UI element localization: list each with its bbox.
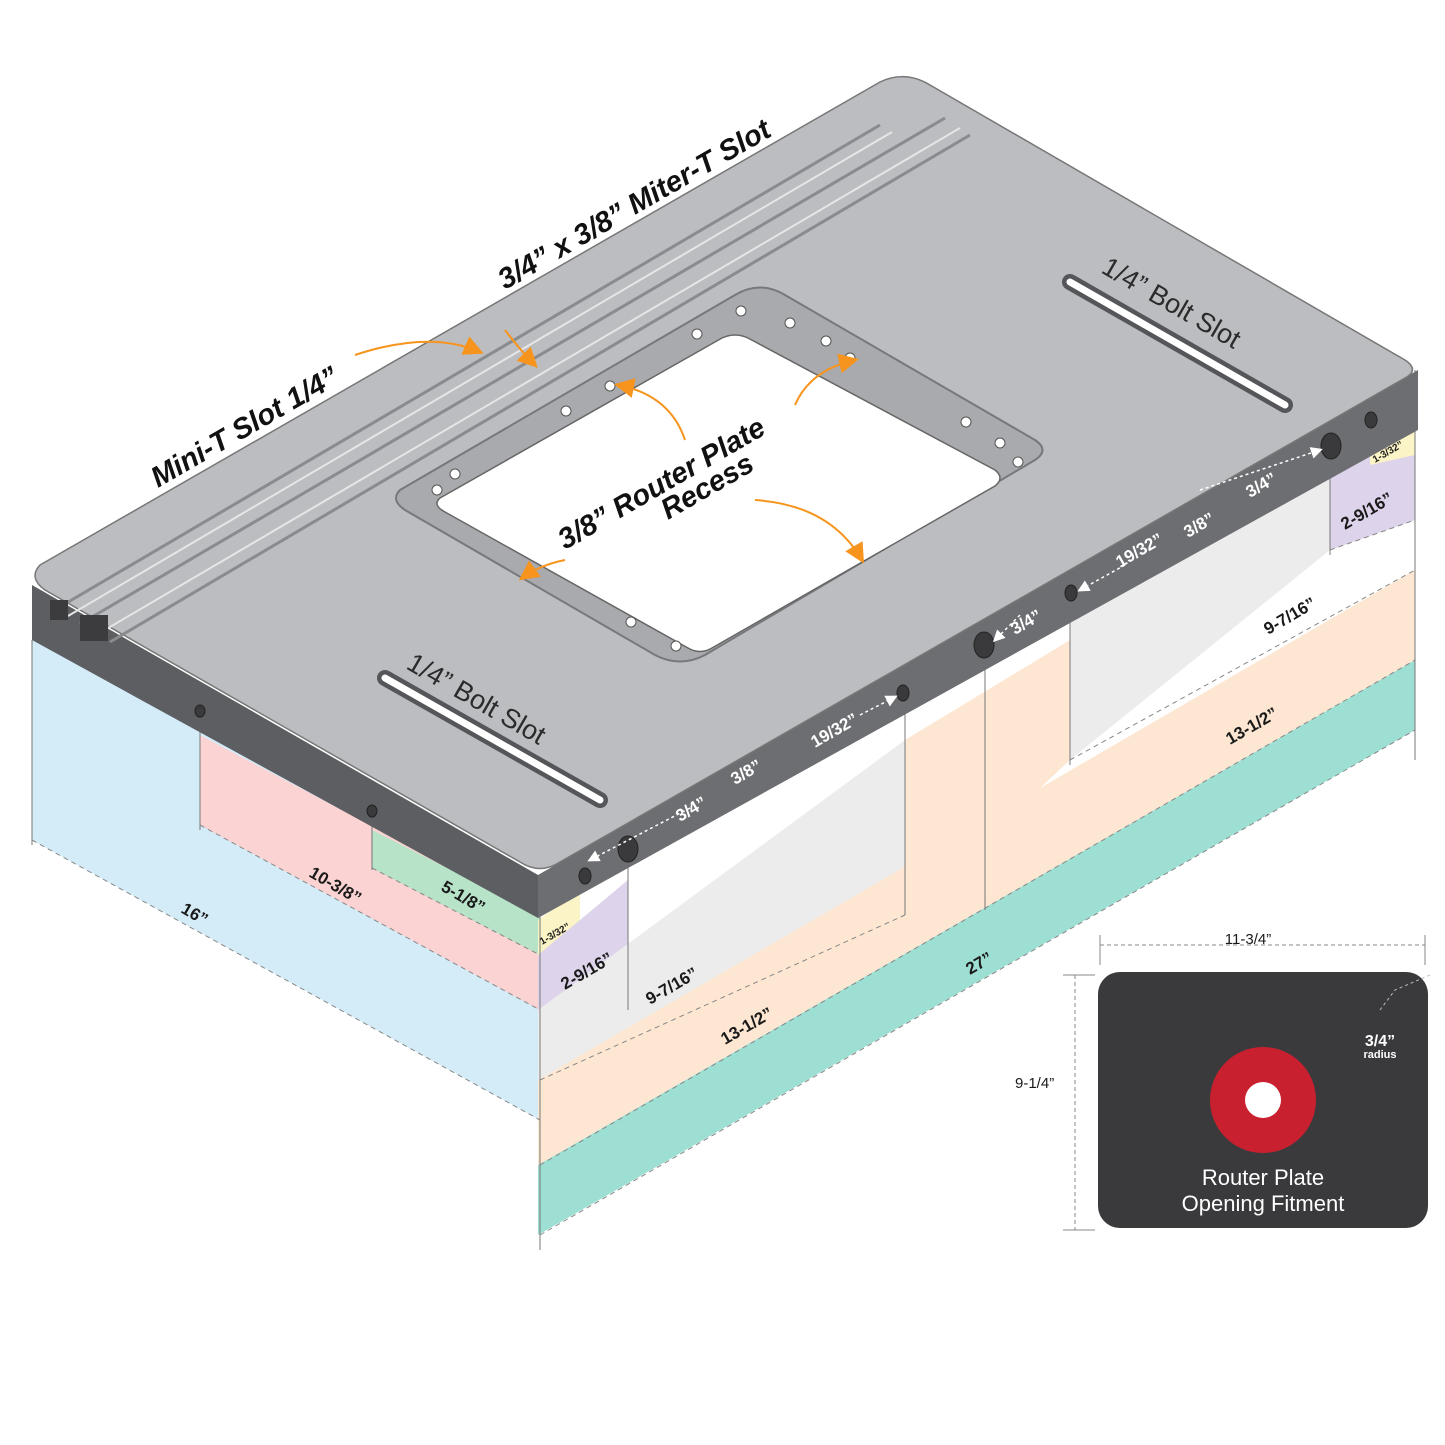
dimension-ticks bbox=[31, 370, 1416, 1250]
fitment-width-label: 11-3/4” bbox=[1225, 931, 1271, 948]
band-red-10-3-8 bbox=[200, 735, 540, 1010]
band-purple-right bbox=[1330, 445, 1415, 550]
fitment-radius-word: radius bbox=[1363, 1049, 1396, 1061]
edge-holes bbox=[194, 411, 1378, 885]
fitment-radius-value: 3/4” bbox=[1365, 1033, 1395, 1050]
fitment-inset: 11-3/4” 9-1/4” 3/4” radius Router Plate … bbox=[1015, 931, 1431, 1231]
table-left-edge bbox=[32, 585, 538, 918]
bolt-slot-right bbox=[1062, 274, 1293, 413]
band-teal-27 bbox=[538, 660, 1415, 1235]
router-plate-opening bbox=[436, 334, 1001, 653]
band-gray-right bbox=[1070, 470, 1330, 760]
fitment-title-line2: Opening Fitment bbox=[1182, 1191, 1345, 1216]
router-table bbox=[32, 76, 1418, 918]
bolt-slot-left bbox=[377, 670, 608, 808]
band-green-5-1-8 bbox=[372, 830, 540, 955]
band-purple-left bbox=[538, 880, 628, 1010]
dimension-bands bbox=[32, 425, 1415, 1235]
fitment-height-label: 9-1/4” bbox=[1015, 1075, 1054, 1092]
band-peach bbox=[538, 570, 1415, 1165]
fitment-title-line1: Router Plate bbox=[1202, 1165, 1324, 1190]
dimension-lines bbox=[31, 519, 1416, 1236]
band-peach-upper bbox=[905, 640, 1070, 915]
band-blue-16 bbox=[32, 640, 540, 1120]
band-gray-left bbox=[538, 740, 905, 1080]
